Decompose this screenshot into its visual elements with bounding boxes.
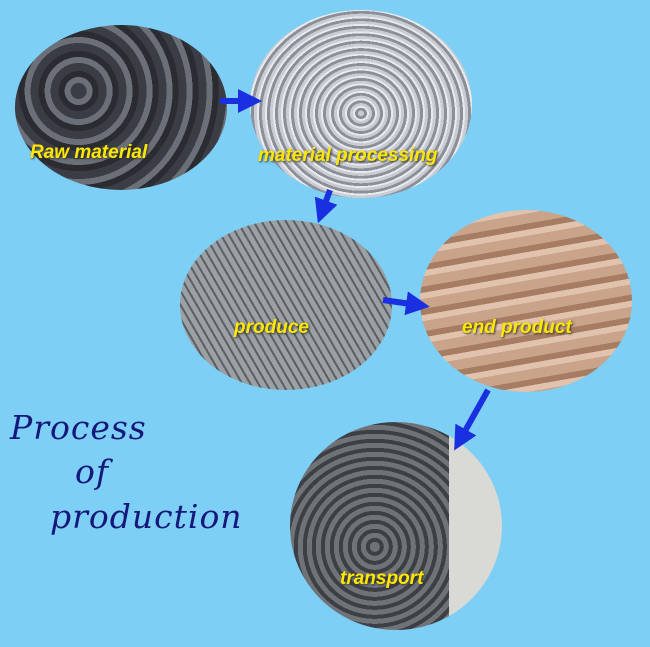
material-processing-photo	[250, 10, 472, 198]
title-line-2: of	[75, 452, 110, 491]
step-label-end-product: end product	[462, 317, 572, 338]
produce-photo	[180, 220, 392, 390]
title-line-1: Process	[10, 408, 147, 447]
step-label-transport: transport	[340, 568, 424, 589]
arrow-icon	[314, 188, 338, 224]
step-label-material-processing: material processing	[258, 145, 438, 166]
arrow-icon	[454, 388, 491, 451]
end-product-photo	[420, 210, 632, 392]
transport-photo	[290, 422, 502, 630]
step-label-raw-material: Raw material	[30, 142, 148, 163]
arrow-icon	[382, 291, 430, 316]
step-label-produce: produce	[234, 317, 309, 338]
raw-material-photo	[15, 25, 227, 190]
title-line-3: production	[50, 497, 243, 536]
